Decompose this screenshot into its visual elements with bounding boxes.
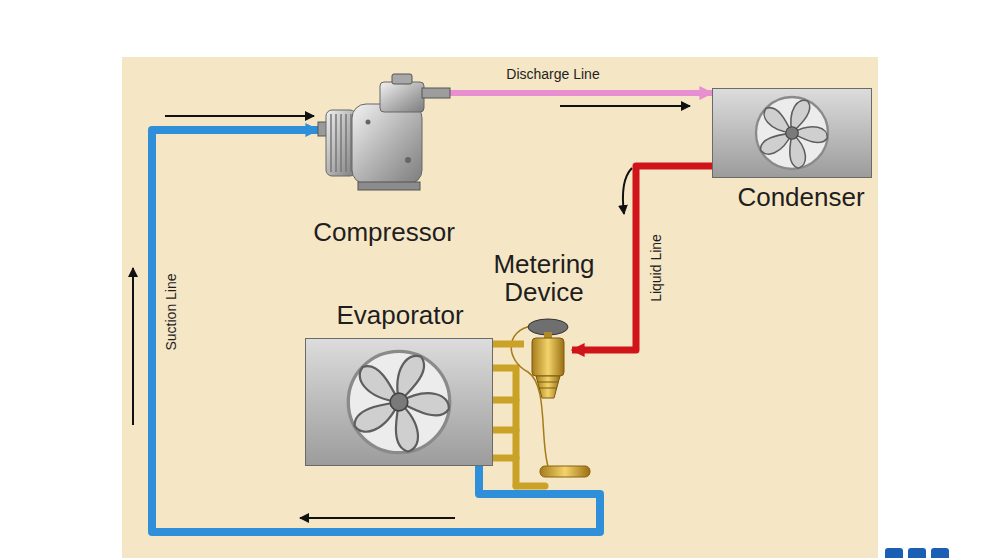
evaporator-pipes [516,483,545,490]
compressor-drawing [366,120,371,125]
compressor-drawing [330,114,332,172]
compressor-drawing [318,72,450,200]
compressor-drawing [335,114,337,172]
line-label: Suction Line [163,273,179,350]
corner-logo [908,548,926,558]
expansion-valve [524,318,572,402]
compressor-node: Compressor [318,72,450,200]
condenser-fan [756,97,829,170]
evaporator-fan [306,339,492,465]
line-label: Liquid Line [648,234,664,302]
evaporator-pipes [493,427,516,434]
compressor-drawing [405,157,411,163]
flow-arrows [132,268,134,425]
evaporator-pipes [493,397,516,404]
evaporator-fan [348,351,450,454]
compressor-drawing [331,114,351,172]
compressor-drawing [392,74,412,84]
flow-arrows [560,105,690,107]
flow-arrows [623,168,632,214]
expansion-valve [536,376,560,398]
compressor-drawing [352,104,422,184]
compressor-drawing [422,88,450,98]
corner-logo [885,548,903,558]
evaporator-pipes [493,455,516,462]
line-label: Discharge Line [506,66,599,82]
refrigerant-line [152,130,600,532]
condenser-fan [713,89,871,177]
node-label: Metering Device [479,250,609,306]
refrigerant-line [493,341,524,348]
compressor-drawing [345,114,347,172]
refrigerant-line [450,90,712,96]
metering-device-node: Metering Device [524,318,572,402]
compressor-drawing [340,114,342,172]
sensing-bulb [540,466,590,477]
evaporator-pipes [493,368,516,486]
node-label: Condenser [737,183,864,211]
corner-logo [885,548,949,558]
expansion-valve [539,388,557,389]
corner-logo [931,548,949,558]
flow-arrows [165,115,314,117]
expansion-valve [532,338,564,376]
node-label: Compressor [313,218,455,246]
condenser-node: Condenser [712,88,872,178]
compressor-drawing [358,182,420,190]
evaporator-node: Evaporator [305,338,493,466]
node-label: Evaporator [336,301,463,329]
expansion-valve [538,382,558,383]
beige-panel [122,57,878,558]
compressor-drawing [380,82,424,112]
flow-arrows [300,517,455,519]
